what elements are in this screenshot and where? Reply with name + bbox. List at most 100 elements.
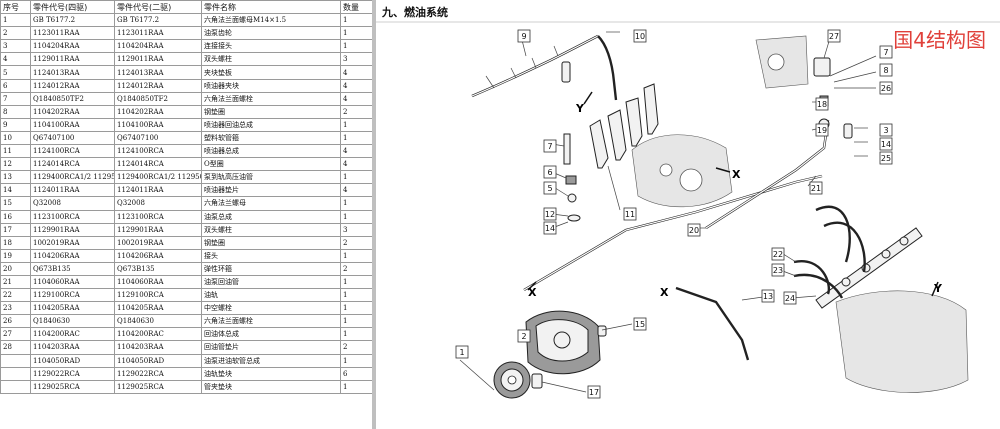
cell-part-code-4wd: 1104100RAA xyxy=(30,117,115,132)
cell-part-code-2wd: 1104060RAA xyxy=(114,274,202,290)
cell-part-name: 油泵进油软管总成 xyxy=(201,353,341,368)
callout-14: 14 xyxy=(879,137,893,151)
cell-index xyxy=(0,379,31,394)
cell-part-name: 管夹垫块 xyxy=(201,379,341,394)
cell-part-code-2wd: 1124100RCA xyxy=(114,144,202,159)
cell-quantity: 1 xyxy=(340,13,372,28)
cell-index: 15 xyxy=(0,196,31,211)
view-marker-x-bottom: X xyxy=(527,281,537,299)
cell-quantity: 1 xyxy=(340,327,372,342)
callout-label: 21 xyxy=(811,184,821,193)
cell-quantity: 1 xyxy=(340,301,372,316)
cell-part-name: 夹块垫板 xyxy=(201,65,341,80)
cell-index: 10 xyxy=(0,130,31,146)
callout-label: 24 xyxy=(785,294,795,303)
cell-part-code-2wd: 1104205RAA xyxy=(114,301,202,316)
svg-text:X: X xyxy=(732,168,741,181)
cell-part-code-4wd: 1104200RAC xyxy=(30,327,115,342)
callout-label: 10 xyxy=(635,32,645,41)
cell-part-code-4wd: GB T6177.2 xyxy=(30,13,115,28)
cell-part-code-4wd: Q1840630 xyxy=(30,314,115,329)
cell-index: 1 xyxy=(0,13,31,28)
cell-part-name: 六角法兰面螺栓 xyxy=(201,314,341,329)
cell-index: 3 xyxy=(0,39,31,54)
callout-18: 18 xyxy=(815,97,829,111)
callout-1: 1 xyxy=(455,345,469,359)
callout-8: 8 xyxy=(879,63,893,77)
cell-part-code-2wd: 1104206RAA xyxy=(114,248,202,263)
cell-part-name: 双头螺柱 xyxy=(201,222,341,237)
cell-part-name: 油泵回油管 xyxy=(201,274,341,290)
callout-6: 6 xyxy=(543,165,557,179)
cell-index: 7 xyxy=(0,91,31,106)
cell-part-code-2wd: 1123011RAA xyxy=(114,26,202,41)
cell-quantity: 1 xyxy=(340,379,372,394)
callout-27: 27 xyxy=(827,29,841,43)
cell-index: 28 xyxy=(0,340,31,355)
cell-part-code-4wd: 1129100RCA xyxy=(30,288,115,303)
cell-part-code-2wd: 1129100RCA xyxy=(114,288,202,303)
cell-part-code-4wd: 1124013RAA xyxy=(30,65,115,80)
cell-index xyxy=(0,353,31,368)
callout-label: 22 xyxy=(773,250,783,259)
cell-quantity: 3 xyxy=(340,52,372,67)
cell-part-name: 喷油器夹块 xyxy=(201,78,341,93)
cell-part-name: 喷油器总成 xyxy=(201,144,341,159)
injector-group xyxy=(589,83,659,169)
cell-part-code-2wd: 1002019RAA xyxy=(114,235,202,250)
header-part-code-2wd: 零件代号(二驱) xyxy=(114,0,202,15)
cell-quantity: 2 xyxy=(340,340,372,355)
cell-part-name: 六角法兰面螺母M14×1.5 xyxy=(201,13,341,28)
structure-label: 国4结构图 xyxy=(893,28,986,52)
cell-quantity: 1 xyxy=(340,39,372,54)
cell-quantity: 1 xyxy=(340,26,372,41)
fuel-rail xyxy=(815,227,923,309)
cell-part-code-2wd: 1129022RCA xyxy=(114,366,202,381)
cell-part-code-4wd: 1124100RCA xyxy=(30,144,115,159)
callout-label: 26 xyxy=(881,84,891,93)
cell-quantity: 1 xyxy=(340,248,372,263)
cell-index: 9 xyxy=(0,117,31,132)
cell-index xyxy=(0,366,31,381)
view-marker-y-top: Y xyxy=(575,91,593,115)
svg-text:X: X xyxy=(660,286,669,299)
cell-part-code-4wd: 1129901RAA xyxy=(30,222,115,237)
cell-part-name: 接头 xyxy=(201,248,341,263)
header-quantity: 数量 xyxy=(340,0,372,15)
cell-part-code-2wd: GB T6177.2 xyxy=(114,13,202,28)
cell-part-name: 油泵总成 xyxy=(201,209,341,224)
cell-index: 23 xyxy=(0,301,31,316)
callout-14: 14 xyxy=(543,221,557,235)
callout-label: 7 xyxy=(547,142,552,151)
cell-part-code-4wd: 1123100RCA xyxy=(30,209,115,224)
callout-label: 19 xyxy=(817,126,827,135)
callout-12: 12 xyxy=(543,207,557,221)
cell-part-code-2wd: 1104050RAD xyxy=(114,353,202,368)
cell-part-name: 喷油器垫片 xyxy=(201,183,341,198)
cell-part-code-4wd: 1104206RAA xyxy=(30,248,115,263)
callout-5: 5 xyxy=(543,181,557,195)
callout-label: 6 xyxy=(547,168,552,177)
cell-part-code-2wd: 1129400RCA1/2 1129500REC xyxy=(114,170,202,185)
cell-part-code-4wd: 1129400RCA1/2 1129500REC xyxy=(30,170,115,185)
cell-part-code-2wd: 1129901RAA xyxy=(114,222,202,237)
cell-part-name: 六角法兰面螺栓 xyxy=(201,91,341,106)
cell-part-code-2wd: Q67407100 xyxy=(114,130,202,146)
callout-22: 22 xyxy=(771,247,785,261)
cell-part-code-2wd: 1129025RCA xyxy=(114,379,202,394)
cell-part-code-4wd: 1129022RCA xyxy=(30,366,115,381)
callout-23: 23 xyxy=(771,263,785,277)
callout-7: 7 xyxy=(879,45,893,59)
cell-part-code-4wd: 1123011RAA xyxy=(30,26,115,41)
diagram-panel: X Y X X Y xyxy=(376,0,1000,429)
